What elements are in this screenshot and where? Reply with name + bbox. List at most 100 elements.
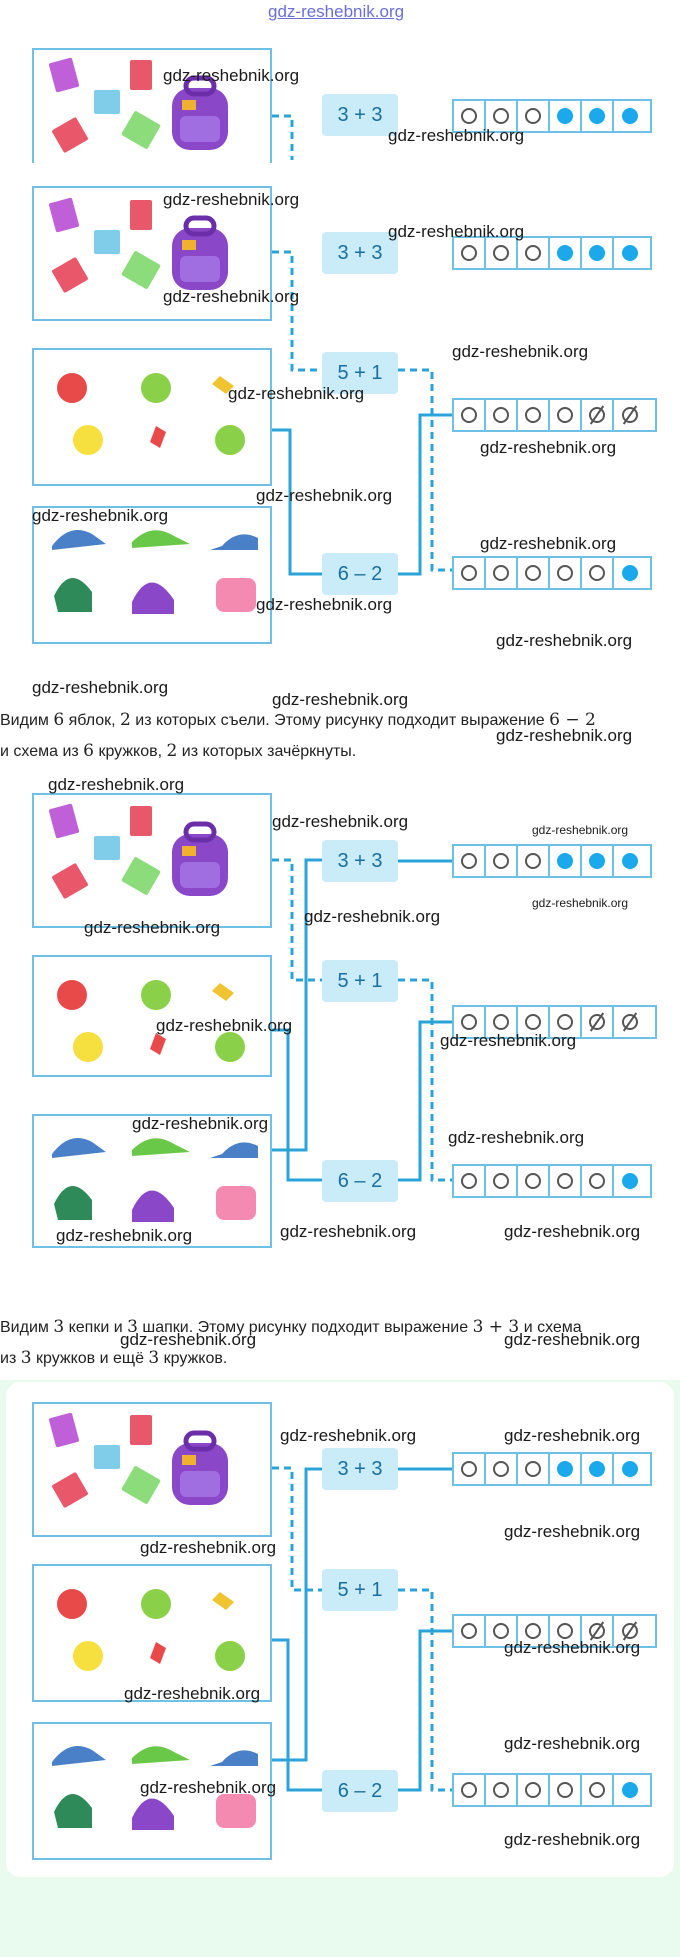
empty-circle-icon (493, 853, 509, 869)
crossed-circle-icon (622, 1623, 638, 1639)
filled-circle-icon (622, 565, 638, 581)
empty-circle-icon (557, 1173, 573, 1189)
watermark-text: gdz-reshebnik.org (140, 1538, 277, 1557)
empty-circle-icon (461, 407, 477, 423)
filled-circle-icon (557, 108, 573, 124)
watermark-text: gdz-reshebnik.org (32, 506, 169, 525)
equation-6-minus-2: 6 – 2 (322, 1770, 398, 1812)
empty-circle-icon (461, 245, 477, 261)
filled-circle-icon (622, 1782, 638, 1798)
equation-3-plus-3: 3 + 3 (322, 232, 398, 274)
empty-circle-icon (493, 1461, 509, 1477)
crossed-circle-icon (622, 1014, 638, 1030)
watermark-text: gdz-reshebnik.org (496, 631, 633, 650)
empty-circle-icon (525, 1461, 541, 1477)
watermark-text: gdz-reshebnik.org (440, 1031, 577, 1050)
hats-card (32, 1722, 272, 1860)
scheme-top (452, 1452, 652, 1486)
empty-circle-icon (557, 407, 573, 423)
filled-circle-icon (557, 245, 573, 261)
filled-circle-icon (589, 108, 605, 124)
filled-circle-icon (557, 853, 573, 869)
watermark-text: gdz-reshebnik.org (388, 222, 525, 241)
empty-circle-icon (589, 1782, 605, 1798)
scheme-top (452, 844, 652, 878)
apples-card (32, 1564, 272, 1702)
watermark-text: gdz-reshebnik.org (272, 812, 409, 831)
watermark-text: gdz-reshebnik.org (272, 690, 409, 709)
empty-circle-icon (525, 108, 541, 124)
connector-lines (272, 858, 452, 1182)
watermark-text: gdz-reshebnik.org (163, 66, 300, 85)
empty-circle-icon (493, 245, 509, 261)
watermark-text: gdz-reshebnik.org (140, 1778, 277, 1797)
equation-6-minus-2: 6 – 2 (322, 1160, 398, 1202)
explanation-paragraph-2: Видим 3 кепки и 3 шапки. Этому рисунку п… (0, 1317, 582, 1368)
watermark-text: gdz-reshebnik.org (480, 438, 617, 457)
empty-circle-icon (557, 565, 573, 581)
watermark-text: gdz-reshebnik.org (504, 1830, 641, 1849)
watermark-text: gdz-reshebnik.org (388, 126, 525, 145)
empty-circle-icon (525, 1014, 541, 1030)
watermark-text: gdz-reshebnik.org (163, 190, 300, 209)
filled-circle-icon (589, 1461, 605, 1477)
watermark-text: gdz-reshebnik.org (504, 1522, 641, 1541)
empty-circle-icon (461, 1782, 477, 1798)
watermark-text: gdz-reshebnik.org (504, 1330, 641, 1349)
empty-circle-icon (493, 1173, 509, 1189)
empty-circle-icon (525, 407, 541, 423)
empty-circle-icon (493, 108, 509, 124)
empty-circle-icon (557, 1623, 573, 1639)
equation-3-plus-3: 3 + 3 (322, 94, 398, 136)
watermark-text: gdz-reshebnik.org (132, 1114, 269, 1133)
empty-circle-icon (461, 1014, 477, 1030)
filled-circle-icon (557, 1461, 573, 1477)
watermark-text: gdz-reshebnik.org (504, 1426, 641, 1445)
empty-circle-icon (461, 108, 477, 124)
empty-circle-icon (461, 853, 477, 869)
watermark-text: gdz-reshebnik.org (156, 1016, 293, 1035)
filled-circle-icon (622, 245, 638, 261)
watermark-text: gdz-reshebnik.org (228, 384, 365, 403)
crossed-circle-icon (622, 407, 638, 423)
watermark-text: gdz-reshebnik.org (84, 918, 221, 937)
empty-circle-icon (589, 1173, 605, 1189)
scheme-middle (452, 398, 657, 432)
empty-circle-icon (493, 407, 509, 423)
equation-5-plus-1: 5 + 1 (322, 960, 398, 1002)
empty-circle-icon (525, 1623, 541, 1639)
watermark-text: gdz-reshebnik.org (163, 287, 300, 306)
empty-circle-icon (525, 245, 541, 261)
watermark-text: gdz-reshebnik.org (504, 1734, 641, 1753)
scheme-bottom (452, 556, 652, 590)
crossed-circle-icon (589, 1014, 605, 1030)
empty-circle-icon (493, 1623, 509, 1639)
watermark-text: gdz-reshebnik.org (48, 775, 185, 794)
empty-circle-icon (461, 565, 477, 581)
equation-3-plus-3: 3 + 3 (322, 840, 398, 882)
watermark-text: gdz-reshebnik.org (504, 1222, 641, 1241)
empty-circle-icon (461, 1173, 477, 1189)
filled-circle-icon (622, 108, 638, 124)
filled-circle-icon (622, 1173, 638, 1189)
scheme-middle (452, 1614, 657, 1648)
empty-circle-icon (525, 1173, 541, 1189)
empty-circle-icon (589, 565, 605, 581)
equation-5-plus-1: 5 + 1 (322, 1569, 398, 1611)
watermark-text: gdz-reshebnik.org (256, 595, 393, 614)
equation-6-minus-2: 6 – 2 (322, 553, 398, 595)
crossed-circle-icon (589, 407, 605, 423)
scheme-top (452, 236, 652, 270)
connector-lines (272, 114, 452, 576)
watermark-text: gdz-reshebnik.org (532, 823, 629, 837)
watermark-text: gdz-reshebnik.org (448, 1128, 585, 1147)
equation-5-plus-1: 5 + 1 (322, 352, 398, 394)
top-watermark[interactable]: gdz-reshebnik.org (268, 2, 405, 21)
filled-circle-icon (589, 853, 605, 869)
hats-card (32, 506, 272, 644)
filled-circle-icon (589, 245, 605, 261)
filled-circle-icon (622, 853, 638, 869)
equation-3-plus-3: 3 + 3 (322, 1448, 398, 1490)
